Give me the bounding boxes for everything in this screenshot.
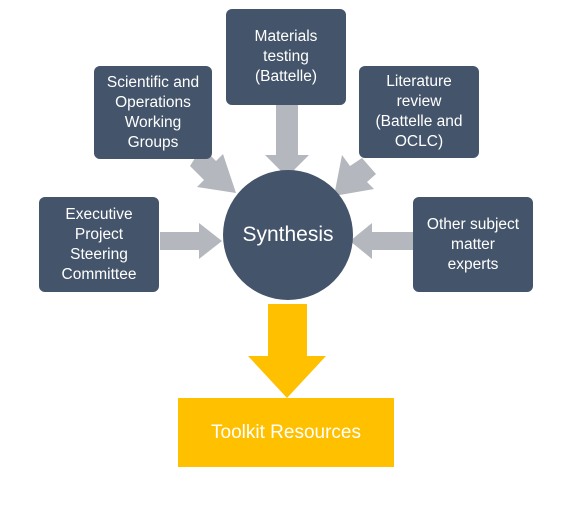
node-executive-committee: Executive Project Steering Committee	[39, 197, 159, 292]
arrow-executive-to-synthesis	[160, 223, 222, 259]
node-literature-review: Literature review (Battelle and OCLC)	[359, 66, 479, 158]
node-toolkit-resources: Toolkit Resources	[178, 398, 394, 467]
node-synthesis: Synthesis	[223, 170, 353, 300]
arrow-experts-to-synthesis	[350, 223, 413, 259]
arrow-synthesis-to-output	[248, 304, 326, 398]
node-materials-testing: Materials testing (Battelle)	[226, 9, 346, 105]
arrow-literature-to-synthesis	[334, 155, 376, 196]
node-other-experts: Other subject matter experts	[413, 197, 533, 292]
node-working-groups: Scientific and Operations Working Groups	[94, 66, 212, 159]
arrow-materials-to-synthesis	[265, 105, 309, 177]
